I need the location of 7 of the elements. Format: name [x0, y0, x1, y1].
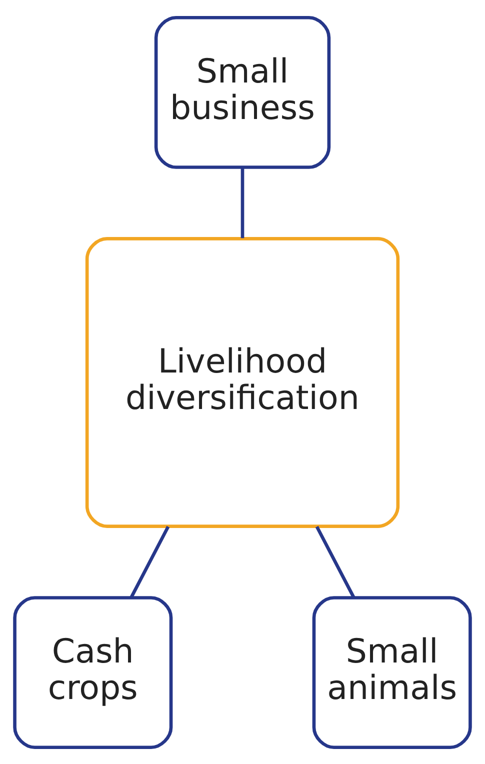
- connector: [315, 525, 356, 598]
- node-box: Small business: [154, 15, 331, 168]
- node-box: Small animals: [312, 596, 472, 749]
- node-box: Cash crops: [13, 596, 173, 749]
- connector: [130, 525, 170, 598]
- connector: [240, 167, 244, 238]
- node-box: Livelihood diversification: [85, 236, 400, 528]
